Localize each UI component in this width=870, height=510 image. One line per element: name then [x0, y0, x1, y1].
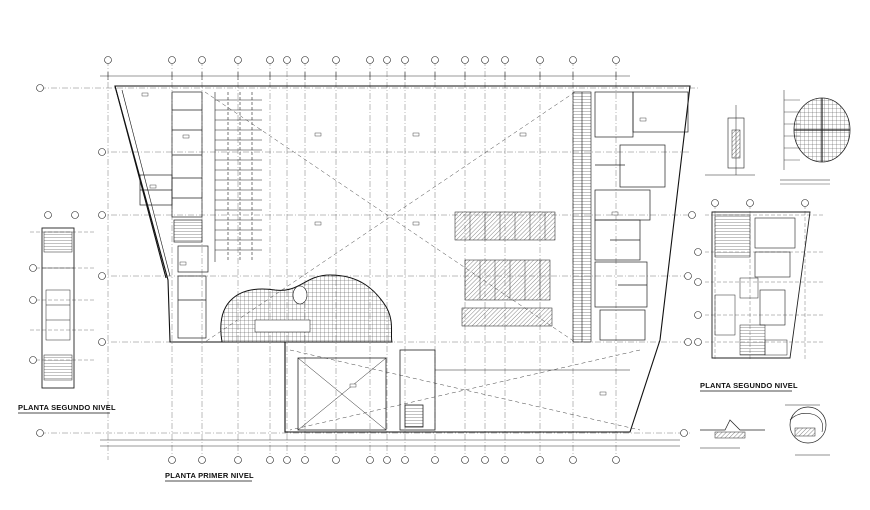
column-rows [214, 92, 262, 262]
seating-blocks [454, 211, 556, 327]
right-second-level-plan [694, 199, 825, 360]
right-grid-bubbles [680, 211, 696, 437]
lower-block [297, 349, 630, 431]
planta-segundo-nivel-right-label: PLANTA SEGUNDO NIVEL [700, 381, 798, 390]
left-second-level-plan [29, 211, 95, 389]
room-tags [141, 92, 647, 396]
top-right-details [705, 90, 851, 185]
left-service-rooms [139, 91, 209, 339]
stair-core-strip [572, 91, 592, 343]
bottom-right-details [700, 404, 830, 456]
building-outline [114, 85, 691, 433]
top-dimension-line [100, 72, 630, 80]
main-floor-plan [36, 56, 700, 464]
right-rooms [594, 91, 689, 341]
horizontal-grid-axes [40, 87, 700, 434]
curved-hall [220, 274, 393, 343]
bottom-grid-bubbles [168, 456, 620, 464]
planta-segundo-nivel-left-label: PLANTA SEGUNDO NIVEL [18, 403, 116, 412]
bottom-dimension-lines [100, 439, 680, 447]
planta-primer-nivel-label: PLANTA PRIMER NIVEL [165, 471, 254, 480]
top-grid-bubbles [104, 56, 620, 64]
left-grid-bubbles [36, 84, 106, 437]
